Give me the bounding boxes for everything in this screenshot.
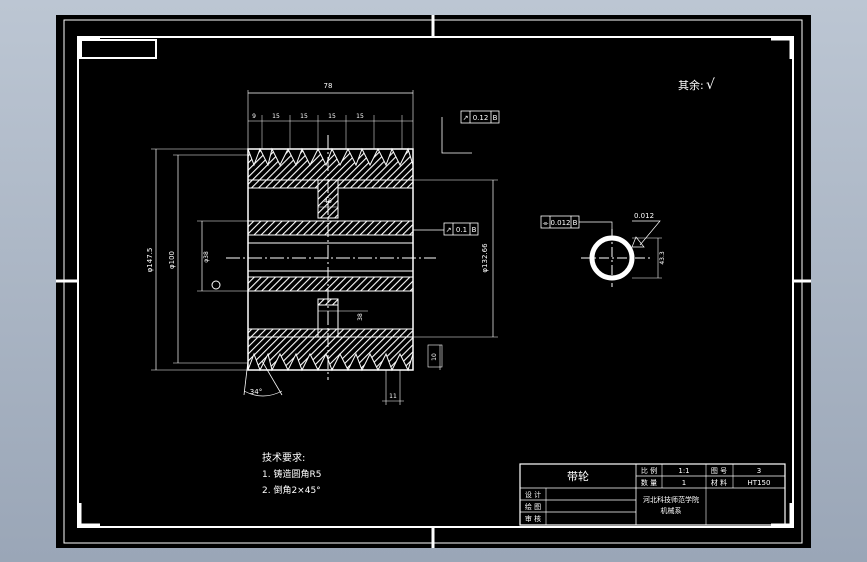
symmetry-symbol: ⌯ [543, 219, 549, 227]
tech-requirement-2: 2. 倒角2×45° [262, 484, 321, 496]
title-drafter-label: 绘 图 [525, 502, 541, 511]
runout-top-datum: B [493, 114, 498, 122]
title-material-value: HT150 [748, 479, 771, 487]
pulley-outline [247, 148, 414, 371]
corner-mark-tl [78, 37, 100, 59]
title-quantity-label: 数 量 [641, 478, 657, 487]
groove-teeth-bottom [247, 336, 414, 372]
runout-mid-value: 0.1 [456, 226, 467, 234]
engineering-drawing: 其余: √ 78 9 15 15 15 15 [56, 15, 811, 548]
symmetry-value: 0.012 [550, 219, 570, 227]
left-dimensions: φ147.5 φ100 φ38 [146, 148, 248, 371]
dim-outer-diameter: φ147.5 [146, 248, 154, 273]
title-scale-value: 1:1 [678, 467, 689, 475]
dim-pitch-b: 15 [272, 113, 280, 120]
corner-mark-bl [78, 503, 100, 527]
dim-rim-offset: 10 [431, 353, 438, 361]
dim-hub-diameter: φ132.66 [481, 243, 489, 273]
dim-overall-width: 78 [324, 82, 333, 90]
title-school-line1: 河北科技师范学院 [643, 495, 699, 504]
title-quantity-value: 1 [682, 479, 686, 487]
title-material-label: 材 料 [711, 478, 727, 487]
rim-top-right [337, 179, 414, 189]
hub-upper [247, 220, 414, 236]
runout-mid-symbol: ↗ [446, 226, 452, 234]
dim-slot-label: 38 [357, 313, 364, 321]
runout-frame-mid: ↗ 0.1 B [413, 222, 479, 236]
dim-pitch-e: 15 [356, 113, 364, 120]
groove-angle-callout: 34° 11 [243, 360, 404, 405]
inner-frame [77, 36, 794, 528]
title-block: 带轮 比 例 1:1 图 号 3 数 量 1 材 料 HT150 设 计 绘 图… [519, 463, 786, 526]
runout-frame-top: ↗ 0.12 B [441, 110, 500, 154]
corner-mark-br [771, 503, 793, 527]
tech-requirement-1: 1. 铸造圆角R5 [262, 468, 321, 480]
bore-section-view: 43.3 ⌯ 0.012 B 0.012 [540, 212, 666, 287]
title-drawing-no-label: 图 号 [711, 467, 727, 475]
rim-bottom-left [247, 328, 319, 338]
dim-pitch-a: 9 [252, 113, 256, 120]
position-value: 0.012 [634, 212, 654, 220]
dim-bore-section: 43.3 [659, 251, 666, 265]
dim-pitch-c: 15 [300, 113, 308, 120]
right-dimensions: φ132.66 10 [413, 179, 498, 370]
title-scale-label: 比 例 [641, 466, 657, 475]
dim-pitch-d: 15 [328, 113, 336, 120]
dim-hub-width: 46 [324, 198, 332, 205]
title-drawing-no-value: 3 [757, 467, 761, 475]
datum-indicator [211, 280, 221, 290]
rim-top-left [247, 179, 319, 189]
dim-groove-depth: 11 [389, 393, 397, 400]
runout-top-symbol: ↗ [463, 114, 469, 122]
title-part-name: 带轮 [567, 469, 589, 483]
dim-groove-angle: 34° [250, 388, 262, 396]
roughness-symbol: √ [706, 77, 715, 93]
hub-lower [247, 276, 414, 292]
dim-inner-diameter: φ38 [203, 251, 210, 263]
orientation-box [80, 39, 157, 59]
cad-viewport[interactable]: 其余: √ 78 9 15 15 15 15 [56, 15, 811, 548]
corner-mark-tr [771, 37, 793, 59]
groove-teeth-top [247, 147, 414, 181]
dim-bore-diameter: φ100 [168, 251, 176, 269]
symmetry-datum: B [573, 219, 578, 227]
title-designer-label: 设 计 [525, 490, 541, 499]
title-checker-label: 审 核 [525, 514, 541, 523]
roughness-note-label: 其余: [678, 78, 704, 92]
pulley-section-view [211, 135, 436, 380]
runout-top-value: 0.12 [473, 114, 489, 122]
runout-mid-datum: B [472, 226, 477, 234]
tech-requirements-title: 技术要求: [262, 451, 305, 464]
rim-bottom-right [337, 328, 414, 338]
top-dimensions: 78 9 15 15 15 15 [247, 82, 414, 149]
title-school-line2: 机械系 [661, 506, 682, 515]
